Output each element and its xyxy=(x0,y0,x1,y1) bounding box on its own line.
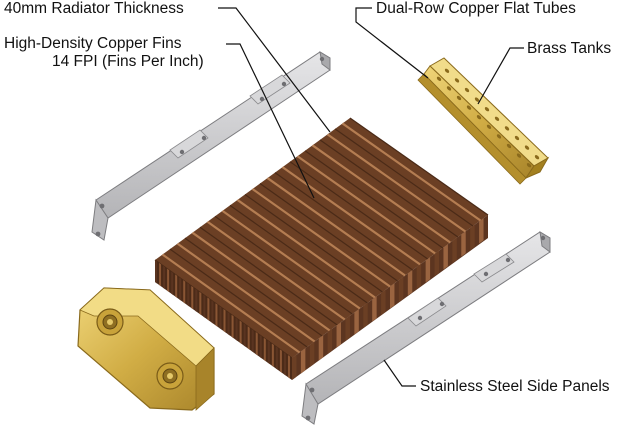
label-side-panels: Stainless Steel Side Panels xyxy=(420,378,610,395)
copper-fin-lines xyxy=(154,117,489,359)
leader-tubes xyxy=(355,7,429,79)
upper-panel-holes xyxy=(95,56,325,237)
brass-tank-tube-slots xyxy=(436,68,540,168)
copper-fin-edges xyxy=(155,218,484,380)
port-fitting-right xyxy=(156,362,184,390)
label-radiator-thickness: 40mm Radiator Thickness xyxy=(4,0,184,17)
port-fitting-left xyxy=(96,308,124,336)
leader-tanks xyxy=(477,47,524,105)
label-brass-tanks: Brass Tanks xyxy=(527,40,612,57)
lower-side-panel xyxy=(301,231,551,425)
leader-fins xyxy=(226,43,315,199)
lower-panel-holes xyxy=(305,235,546,421)
label-copper-flat-tubes: Dual-Row Copper Flat Tubes xyxy=(376,0,576,17)
leader-lines xyxy=(218,7,524,387)
leader-thickness xyxy=(218,7,331,133)
label-fins-per-inch: 14 FPI (Fins Per Inch) xyxy=(52,53,204,70)
brass-tank-top xyxy=(417,57,550,185)
brass-tank-bottom xyxy=(77,287,215,411)
upper-side-panel xyxy=(91,51,331,241)
copper-fin-core xyxy=(154,117,489,380)
leader-panels xyxy=(383,359,416,387)
label-copper-fins: High-Density Copper Fins xyxy=(4,35,182,52)
